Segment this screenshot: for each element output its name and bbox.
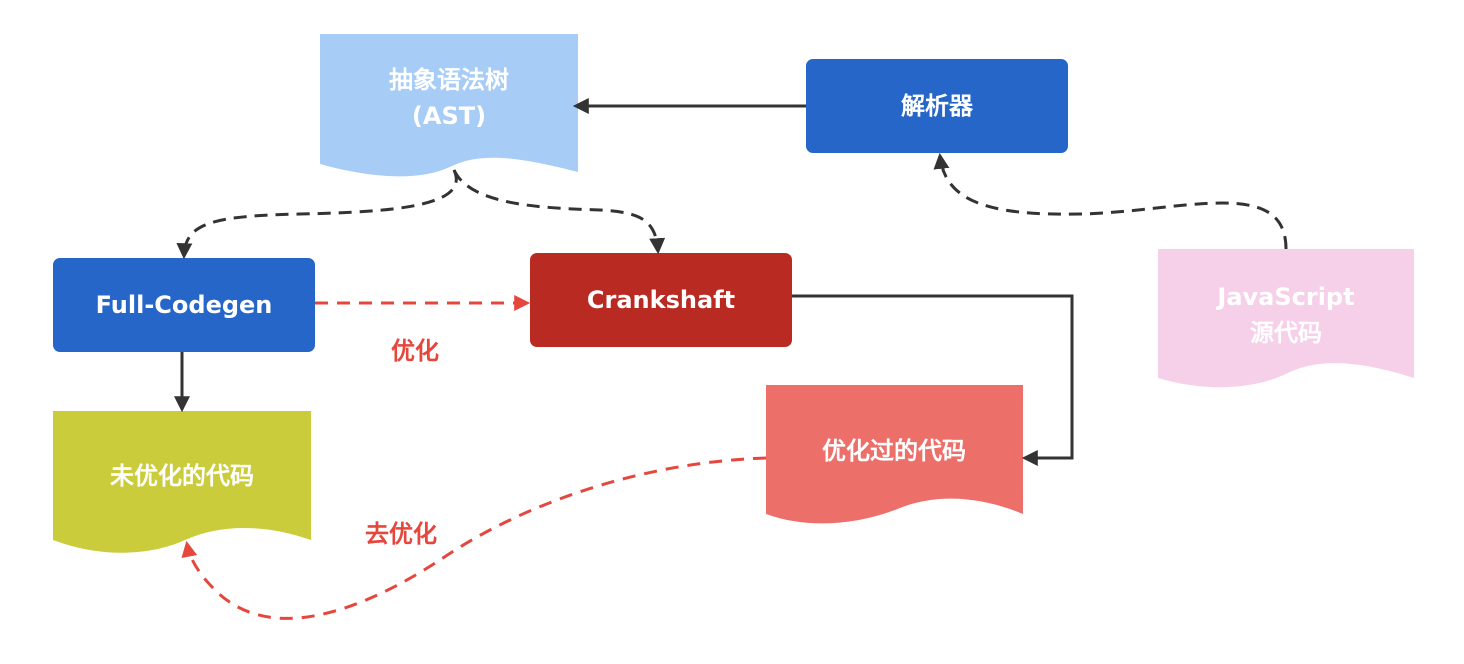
full-codegen-box	[53, 258, 315, 352]
edge-ast-to-full-codegen	[176, 169, 458, 260]
javascript-source-label-line2: 源代码	[1250, 319, 1322, 347]
edge-crankshaft-to-optimized-code	[792, 294, 1074, 466]
unoptimized-code-document-shape	[53, 411, 311, 553]
edge-optimized-code-to-unoptimized-code	[181, 456, 767, 620]
optimize-edge-label: 优化	[391, 337, 439, 365]
crankshaft-label: Crankshaft	[587, 286, 735, 314]
parser-node: 解析器	[806, 59, 1068, 153]
parser-label: 解析器	[901, 92, 974, 120]
ast-label-line1: 抽象语法树	[389, 66, 509, 94]
ast-label-line2: (AST)	[412, 102, 486, 130]
ast-document-shape	[320, 34, 578, 177]
unoptimized-code-node: 未优化的代码	[53, 411, 311, 553]
edge-js-source-to-parser	[933, 152, 1288, 250]
optimized-code-label: 优化过的代码	[822, 437, 966, 465]
javascript-source-document-shape	[1158, 249, 1414, 388]
full-codegen-label: Full-Codegen	[96, 291, 273, 319]
optimized-code-document-shape	[766, 385, 1023, 524]
javascript-source-label-line1: JavaScript	[1215, 283, 1354, 311]
optimized-code-node: 优化过的代码	[766, 385, 1023, 524]
parser-box	[806, 59, 1068, 153]
crankshaft-box	[530, 253, 792, 347]
crankshaft-node: Crankshaft	[530, 253, 792, 347]
unoptimized-code-label: 未优化的代码	[110, 462, 254, 490]
javascript-source-node: JavaScript 源代码	[1158, 249, 1414, 388]
full-codegen-node: Full-Codegen	[53, 258, 315, 352]
ast-node: 抽象语法树 (AST)	[320, 34, 578, 177]
deoptimize-edge-label: 去优化	[365, 520, 437, 548]
edge-ast-to-crankshaft	[452, 169, 666, 255]
